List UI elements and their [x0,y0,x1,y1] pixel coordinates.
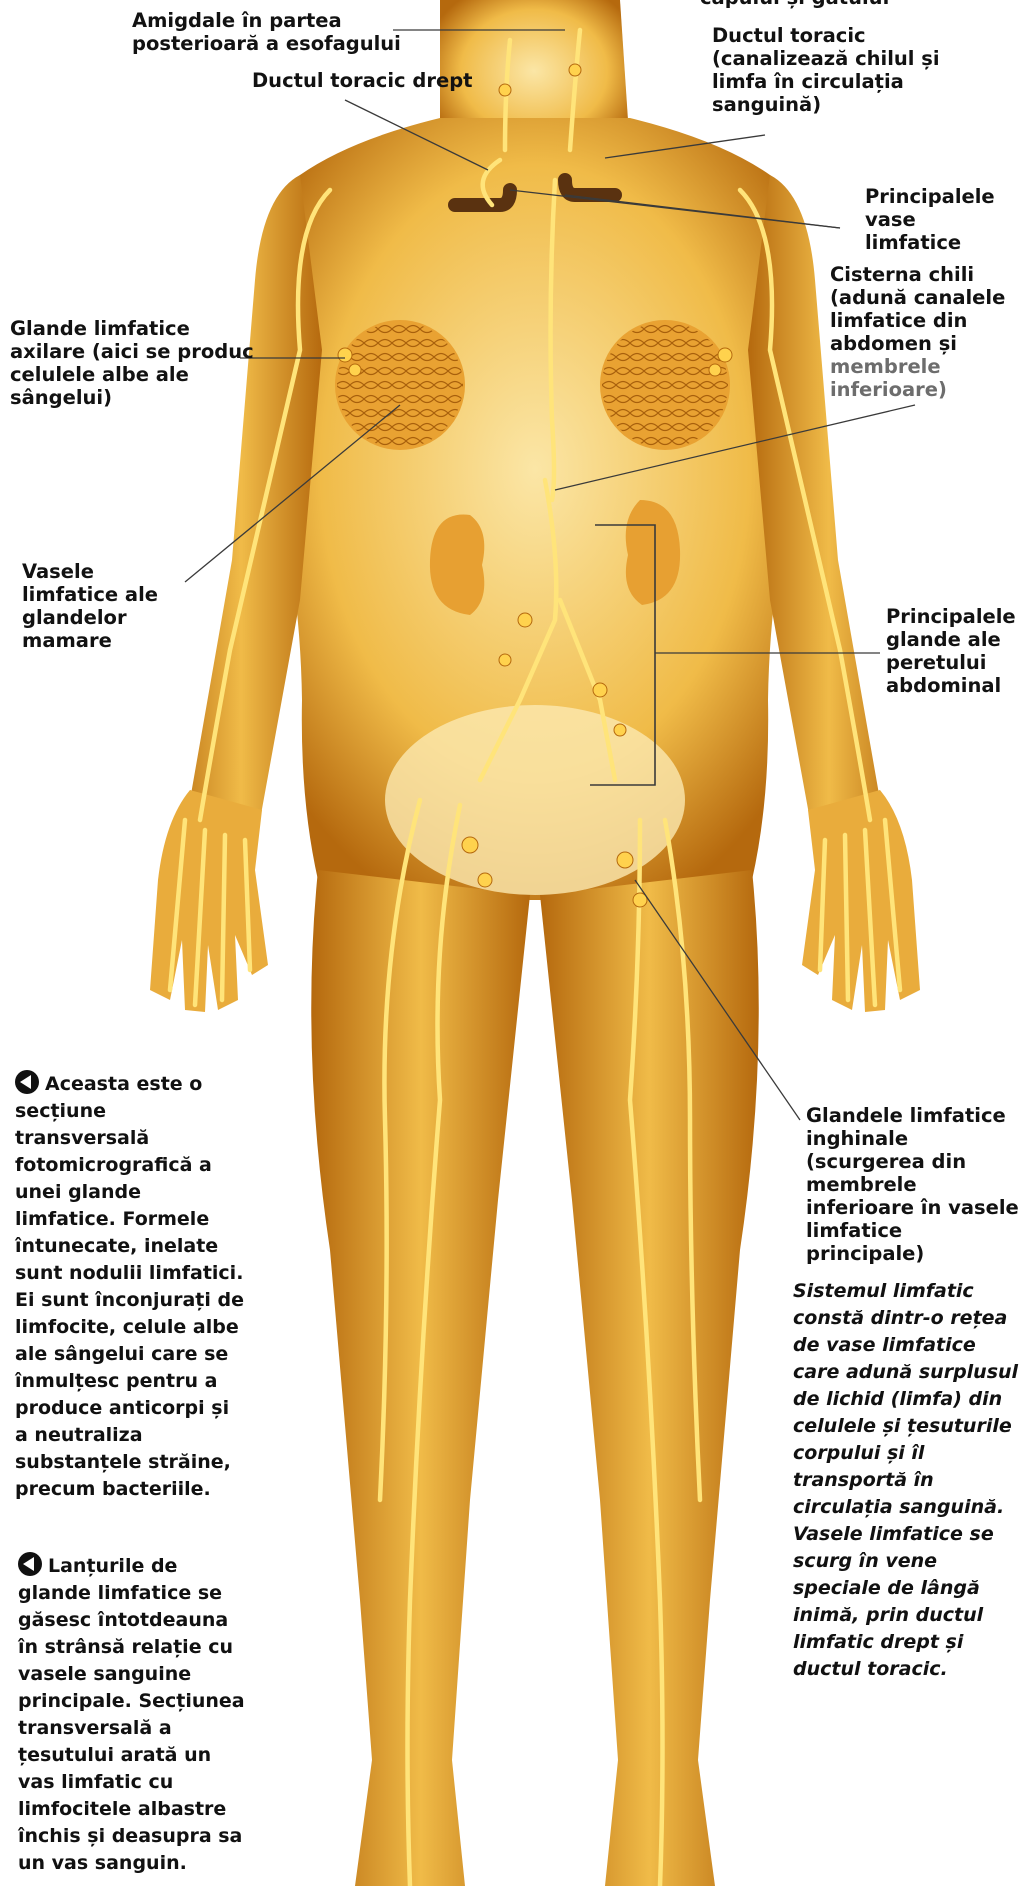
node-groin-left-2 [478,873,492,887]
left-arrow-circle-icon [15,1070,39,1094]
caption-left-bottom-text: Lanțurile de glande limfatice se găsesc … [18,1555,245,1874]
caption-right: Sistemul limfatic constă dintr-o rețea d… [793,1278,1018,1683]
node-axilla-left-2 [349,364,361,376]
node-groin-left-1 [462,837,478,853]
label-ductul-toracic: Ductul toracic (canalizează chilul și li… [712,24,940,116]
node-abdomen-4 [614,724,626,736]
node-axilla-left-1 [338,348,352,362]
node-groin-right-1 [617,852,633,868]
label-ductul-drept: Ductul toracic drept [252,69,472,92]
left-breast-net [337,322,463,448]
label-cisterna: Cisterna chili (adună canalele limfatice… [830,263,1005,355]
node-abdomen-3 [593,683,607,697]
node-neck-2 [569,64,581,76]
node-axilla-right-2 [709,364,721,376]
label-mamare: Vasele limfatice ale glandelor mamare [22,560,158,652]
left-arrow-circle-icon [18,1552,42,1576]
node-abdomen-2 [499,654,511,666]
label-top-cut: capului și gâtului [700,0,889,9]
caption-left-top: Aceasta este o secțiune transversală fot… [15,1070,245,1503]
label-axilare: Glande limfatice axilare (aici se produc… [10,317,254,409]
caption-left-bottom: Lanțurile de glande limfatice se găsesc … [18,1552,248,1877]
label-vase-principale: Principalele vase limfatice [865,185,995,254]
node-axilla-right-1 [718,348,732,362]
node-abdomen-1 [518,613,532,627]
label-amigdale: Amigdale în partea posterioară a esofagu… [132,9,401,55]
right-breast-net [602,322,728,448]
label-cisterna-cont: membrele inferioare) [830,355,947,401]
caption-left-top-text: Aceasta este o secțiune transversală fot… [15,1073,244,1500]
right-hand [802,790,920,1012]
node-neck-1 [499,84,511,96]
left-hand [150,790,268,1012]
label-abdominal: Principalele glande ale peretului abdomi… [886,605,1016,697]
label-inghinale: Glandele limfatice inghinale (scurgerea … [806,1104,1022,1265]
